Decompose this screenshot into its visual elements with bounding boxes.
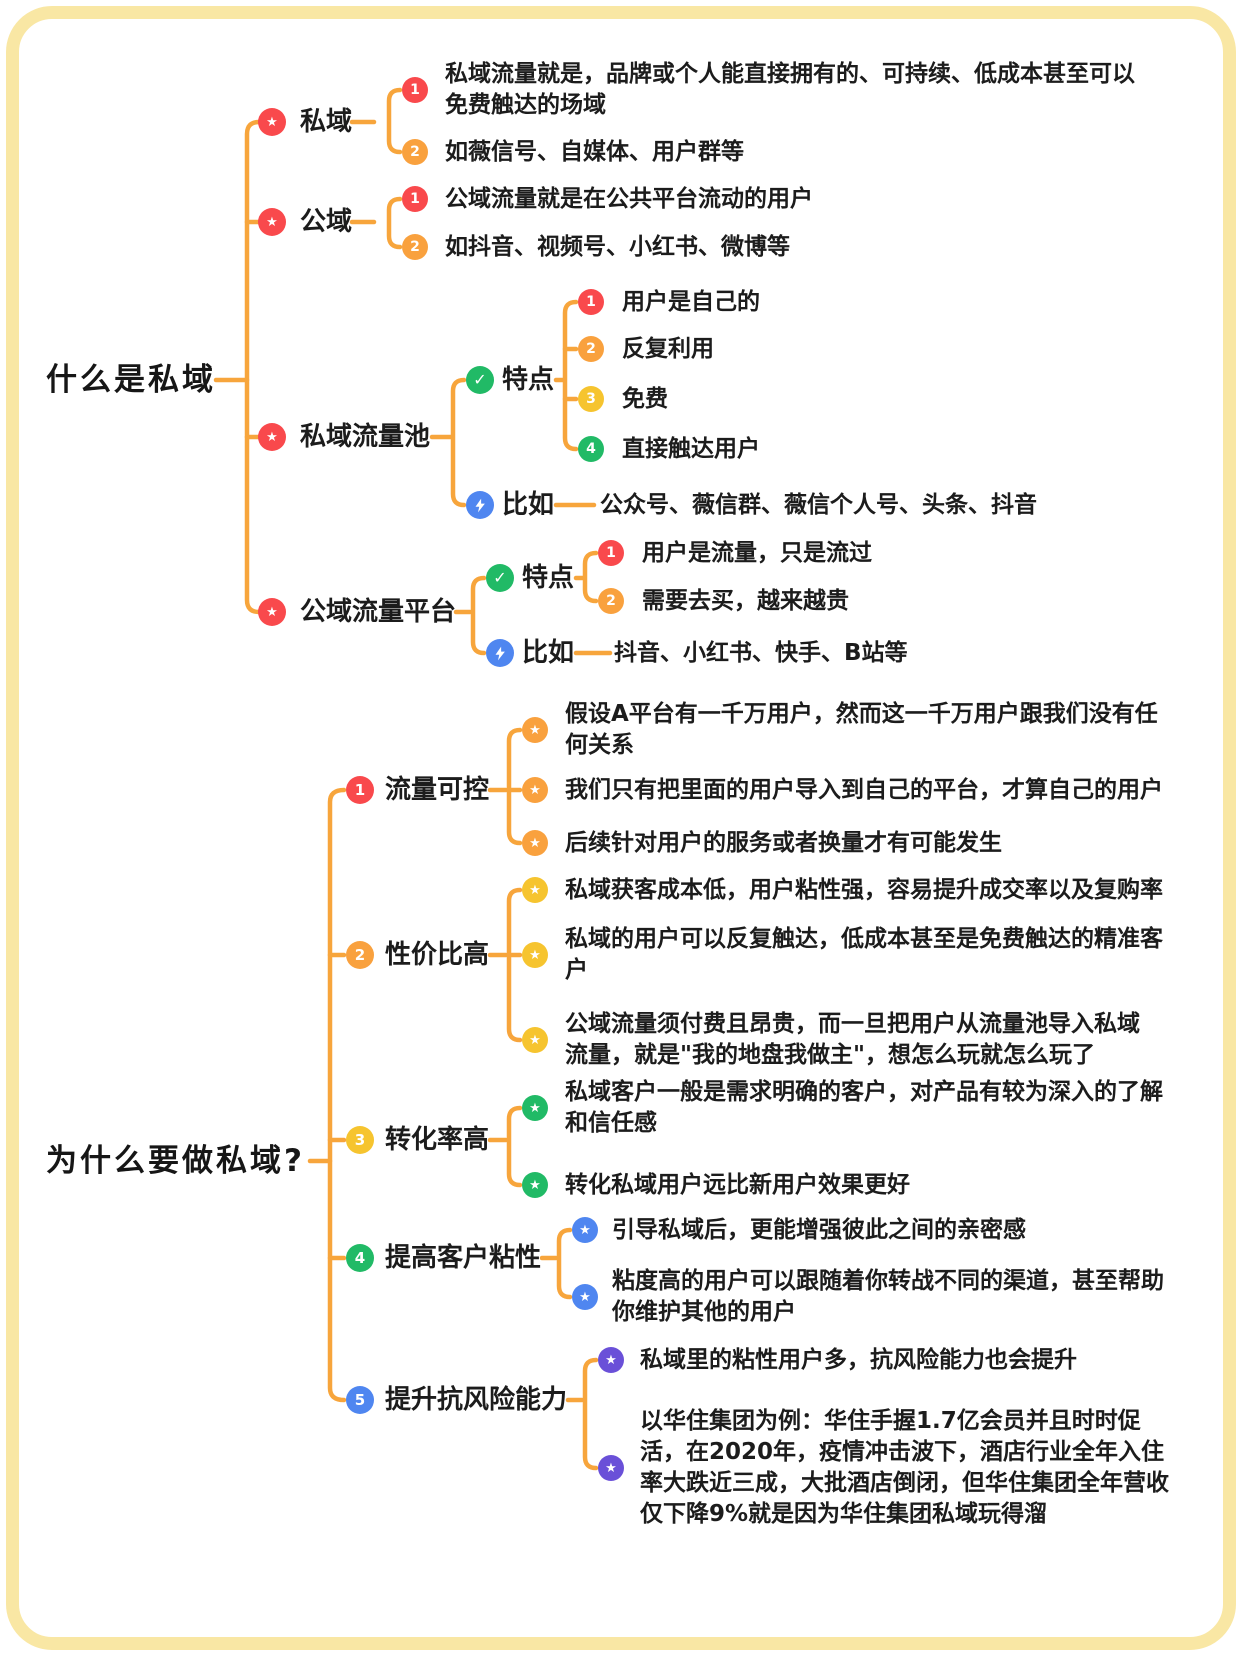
star-icon: ★ — [579, 1289, 591, 1305]
star-icon: ★ — [529, 1177, 541, 1193]
item-text: 反复利用 — [622, 336, 714, 362]
number-badge: 4 — [346, 1244, 374, 1272]
star-icon: ★ — [529, 947, 541, 963]
item-text: 假设A平台有一千万用户，然而这一千万用户跟我们没有任何关系 — [565, 701, 1158, 758]
star-bullet: ★ — [572, 1217, 598, 1243]
number-badge: 3 — [578, 386, 604, 412]
item-text: 公域流量须付费且昂贵，而一旦把用户从流量池导入私域流量，就是"我的地盘我做主"，… — [565, 1011, 1140, 1068]
number-badge: 2 — [578, 336, 604, 362]
item-text: 私域流量就是，品牌或个人能直接拥有的、可持续、低成本甚至可以免费触达的场域 — [445, 61, 1135, 118]
bolt-icon — [475, 498, 485, 512]
item-text: 粘度高的用户可以跟随着你转战不同的渠道，甚至帮助你维护其他的用户 — [612, 1268, 1164, 1325]
star-bullet: ★ — [598, 1347, 624, 1373]
star-bullet: ★ — [522, 1172, 548, 1198]
example-text: 公众号、薇信群、薇信个人号、头条、抖音 — [600, 492, 1037, 518]
branch-label: 流量可控 — [385, 775, 490, 805]
item-text: 如薇信号、自媒体、用户群等 — [445, 139, 744, 165]
number-badge: 2 — [346, 941, 374, 969]
star-icon: ★ — [266, 114, 278, 130]
example-label: 比如 — [522, 638, 575, 668]
star-bullet: ★ — [598, 1455, 624, 1481]
star-bullet: ★ — [522, 877, 548, 903]
star-icon: ★ — [529, 782, 541, 798]
star-bullet: ★ — [522, 717, 548, 743]
star-icon: ★ — [266, 604, 278, 620]
feature-label: 特点 — [522, 563, 575, 593]
branch-label: 公域流量平台 — [300, 597, 457, 627]
number-badge: 5 — [346, 1386, 374, 1414]
number-badge: 4 — [578, 436, 604, 462]
number-badge: 1 — [402, 186, 428, 212]
branch-badge: ★ — [258, 423, 286, 451]
number-badge: 2 — [402, 234, 428, 260]
number-badge: 1 — [402, 77, 428, 103]
example-label: 比如 — [502, 490, 555, 520]
item-text: 后续针对用户的服务或者换量才有可能发生 — [565, 830, 1002, 856]
branch-label: 私域 — [300, 107, 353, 137]
item-text: 引导私域后，更能增强彼此之间的亲密感 — [612, 1217, 1026, 1243]
item-text: 私域里的粘性用户多，抗风险能力也会提升 — [640, 1347, 1077, 1373]
bolt-icon — [495, 646, 505, 660]
branch-label: 公域 — [300, 207, 353, 237]
feature-badge: ✓ — [466, 366, 494, 394]
branch-label: 提升抗风险能力 — [385, 1385, 568, 1415]
star-bullet: ★ — [522, 830, 548, 856]
star-bullet: ★ — [522, 1095, 548, 1121]
branch-label: 提高客户粘性 — [385, 1243, 542, 1273]
star-bullet: ★ — [522, 1027, 548, 1053]
check-icon: ✓ — [493, 568, 507, 587]
number-badge: 1 — [346, 776, 374, 804]
item-text: 直接触达用户 — [622, 436, 760, 462]
item-text: 私域的用户可以反复触达，低成本甚至是免费触达的精准客户 — [565, 926, 1163, 983]
item-text: 用户是自己的 — [622, 289, 760, 315]
example-text: 抖音、小红书、快手、B站等 — [614, 640, 908, 666]
star-icon: ★ — [579, 1222, 591, 1238]
branch-badge: ★ — [258, 208, 286, 236]
item-text: 私域获客成本低，用户粘性强，容易提升成交率以及复购率 — [565, 877, 1163, 903]
branch-badge: ★ — [258, 108, 286, 136]
branch-label: 转化率高 — [385, 1125, 490, 1155]
example-badge — [486, 639, 514, 667]
root-title-what-is-private-domain: 什么是私域 — [46, 362, 216, 398]
star-icon: ★ — [266, 429, 278, 445]
number-badge: 2 — [402, 139, 428, 165]
star-icon: ★ — [529, 1100, 541, 1116]
star-icon: ★ — [605, 1460, 617, 1476]
item-text: 用户是流量，只是流过 — [642, 540, 872, 566]
number-badge: 1 — [598, 540, 624, 566]
number-badge: 2 — [598, 588, 624, 614]
feature-label: 特点 — [502, 365, 555, 395]
item-text: 我们只有把里面的用户导入到自己的平台，才算自己的用户 — [565, 777, 1163, 803]
star-bullet: ★ — [522, 942, 548, 968]
decorative-border — [6, 6, 1236, 1650]
star-bullet: ★ — [572, 1284, 598, 1310]
branch-label: 性价比高 — [385, 940, 490, 970]
star-icon: ★ — [529, 835, 541, 851]
item-text: 转化私域用户远比新用户效果更好 — [565, 1172, 910, 1198]
star-icon: ★ — [605, 1352, 617, 1368]
branch-badge: ★ — [258, 598, 286, 626]
item-text: 如抖音、视频号、小红书、微博等 — [445, 234, 790, 260]
star-icon: ★ — [529, 722, 541, 738]
item-text: 需要去买，越来越贵 — [642, 588, 849, 614]
feature-badge: ✓ — [486, 564, 514, 592]
example-badge — [466, 491, 494, 519]
check-icon: ✓ — [473, 370, 487, 389]
star-icon: ★ — [266, 214, 278, 230]
item-text: 以华住集团为例：华住手握1.7亿会员并且时时促活，在2020年，疫情冲击波下，酒… — [640, 1408, 1169, 1527]
branch-label: 私域流量池 — [300, 422, 431, 452]
star-icon: ★ — [529, 882, 541, 898]
star-icon: ★ — [529, 1032, 541, 1048]
item-text: 公域流量就是在公共平台流动的用户 — [445, 186, 813, 212]
number-badge: 3 — [346, 1126, 374, 1154]
number-badge: 1 — [578, 289, 604, 315]
root-title-why-private-domain: 为什么要做私域? — [46, 1143, 305, 1179]
star-bullet: ★ — [522, 777, 548, 803]
item-text: 私域客户一般是需求明确的客户，对产品有较为深入的了解和信任感 — [565, 1079, 1163, 1136]
item-text: 免费 — [622, 386, 668, 412]
